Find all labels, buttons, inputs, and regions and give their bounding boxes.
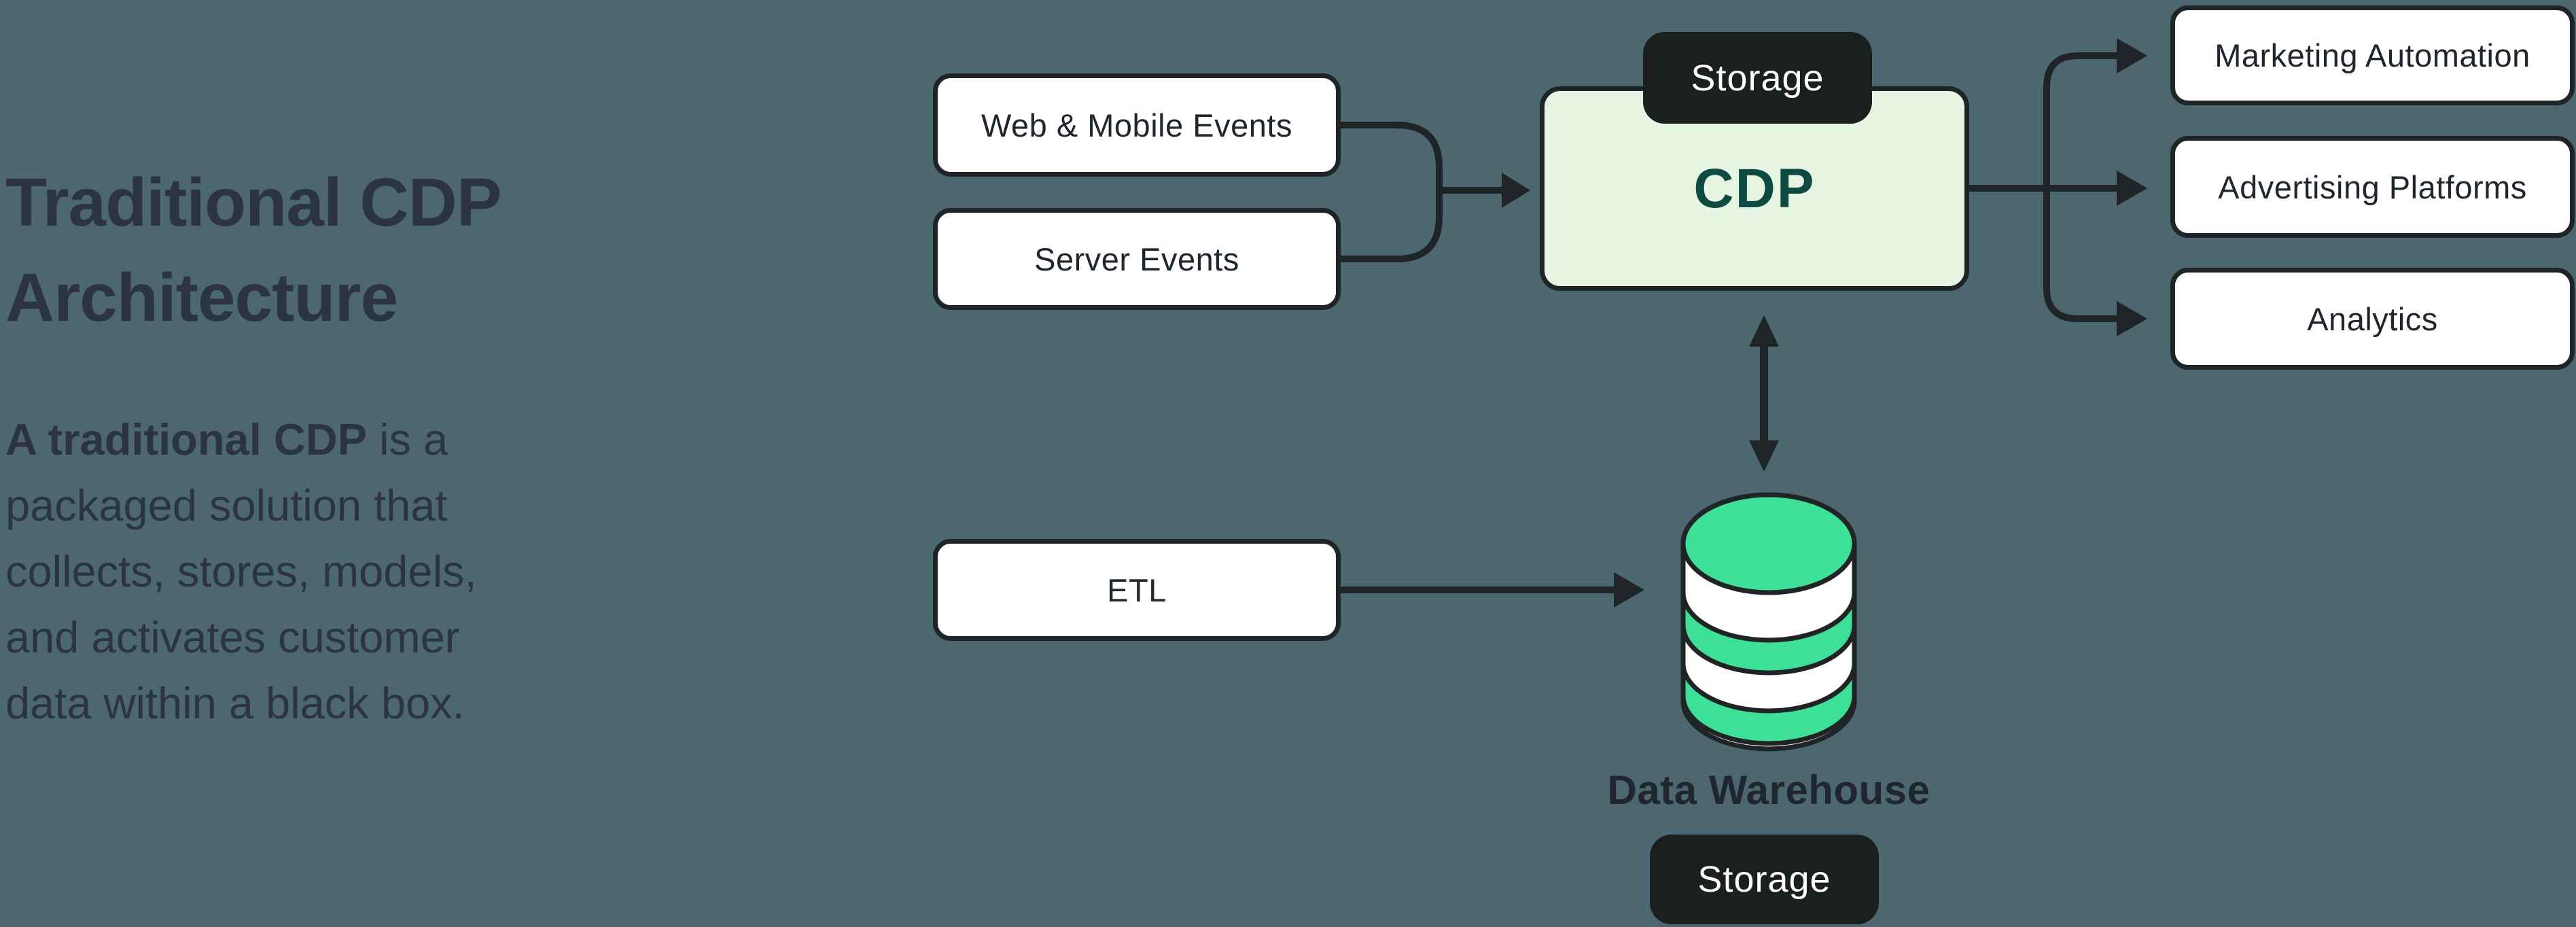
advertising-arrowhead [2117,171,2147,206]
database-band-lower [1680,661,1857,746]
warehouse-storage-badge-label: Storage [1697,859,1831,900]
page-title-line2: Architecture [5,260,398,336]
merge-arrowhead [1502,173,1530,208]
cdp-to-marketing-arrow-line [2043,52,2117,188]
warehouse-label: Data Warehouse [1607,767,1930,813]
marketing-arrowhead [2117,38,2147,73]
node-etl: ETL [933,539,1341,641]
sync-up-arrowhead [1749,315,1779,347]
node-web-mobile-events-label: Web & Mobile Events [981,107,1292,143]
page-title: Traditional CDP Architecture [5,155,502,345]
cdp-storage-badge-label: Storage [1691,57,1824,99]
description-line: packaged solution that [5,480,448,530]
sync-down-arrowhead [1749,440,1779,472]
analytics-arrowhead [2117,301,2147,336]
description-line: A traditional CDP is a [5,406,590,472]
description-line: collects, stores, models, [5,546,477,596]
cdp-to-analytics-arrow-line [2043,188,2117,322]
description-line: data within a black box. [5,678,465,728]
database-icon [1680,492,1857,752]
etl-arrowhead [1614,572,1644,608]
page-title-line1: Traditional CDP [5,164,502,241]
description-line: and activates customer [5,612,460,662]
database-band-upper [1680,590,1857,676]
node-marketing-automation-label: Marketing Automation [2215,37,2530,73]
node-advertising-platforms-label: Advertising Platforms [2218,169,2527,205]
sources-merge-connector [1337,122,1443,262]
node-analytics-label: Analytics [2307,300,2438,337]
node-web-mobile-events: Web & Mobile Events [933,73,1341,177]
node-cdp-label: CDP [1693,157,1816,220]
node-etl-label: ETL [1107,572,1167,608]
node-server-events: Server Events [933,208,1341,310]
cdp-storage-badge: Storage [1643,32,1872,124]
node-server-events-label: Server Events [1034,241,1239,277]
description-line1-rest: is a [367,415,448,464]
description-lead: A traditional CDP [5,415,368,464]
node-advertising-platforms: Advertising Platforms [2170,136,2575,238]
warehouse-storage-badge: Storage [1650,835,1879,924]
node-analytics: Analytics [2170,268,2575,370]
page-description: A traditional CDP is a packaged solution… [5,406,590,736]
node-marketing-automation: Marketing Automation [2170,5,2575,105]
database-top-ellipse [1680,492,1857,595]
